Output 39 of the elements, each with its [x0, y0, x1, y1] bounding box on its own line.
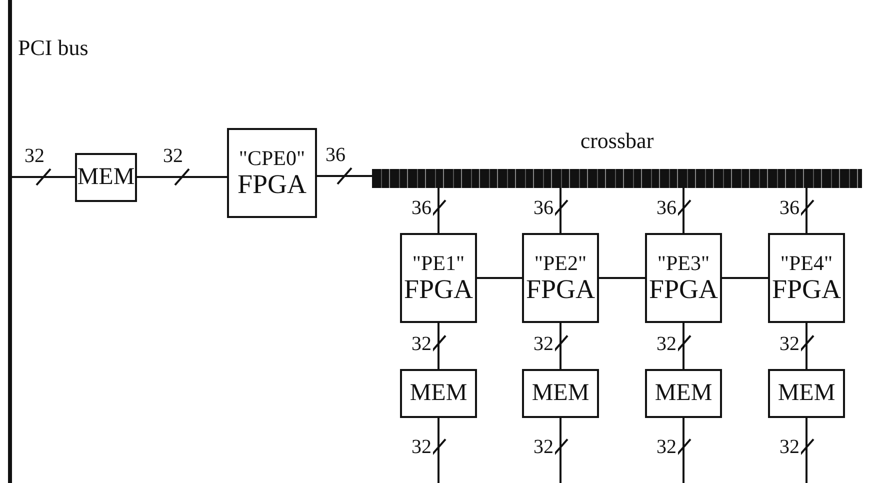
memory-box — [75, 153, 137, 202]
box-label: MEM — [77, 164, 135, 191]
box-label: FPGA — [404, 274, 474, 304]
edge-label: 36 — [656, 198, 678, 218]
edge-label: 32 — [778, 334, 800, 354]
crossbar-title: crossbar — [579, 128, 655, 154]
bus-label: PCI bus — [18, 35, 88, 61]
edge-label: 32 — [656, 334, 678, 354]
memory-box — [768, 369, 845, 418]
edge-label: 32 — [532, 334, 554, 354]
memory-box — [645, 369, 722, 418]
edge-label: 32 — [778, 437, 800, 458]
edge-label: 36 — [778, 198, 800, 218]
fpga-box — [400, 233, 477, 323]
box-label: MEM — [654, 380, 712, 407]
edge-label: 36 — [410, 198, 432, 218]
chip-name: "PE4" — [780, 252, 833, 275]
chip-name: "PE3" — [657, 252, 710, 275]
box-label: MEM — [778, 380, 836, 407]
fpga-box — [522, 233, 599, 323]
memory-box — [522, 369, 599, 418]
edge-label: 32 — [656, 437, 678, 458]
box-label: FPGA — [648, 274, 718, 304]
box-label: MEM — [410, 380, 468, 407]
box-label: MEM — [532, 380, 590, 407]
fpga-box — [227, 128, 317, 218]
edge-label: 32 — [410, 437, 432, 458]
fpga-box — [645, 233, 722, 323]
box-label: FPGA — [237, 170, 307, 200]
chip-name: "PE2" — [534, 252, 587, 275]
memory-box — [400, 369, 477, 418]
chip-name: "PE1" — [412, 252, 465, 275]
chip-name: "CPE0" — [238, 146, 306, 170]
box-label: FPGA — [772, 274, 842, 304]
edge-label: 32 — [532, 437, 554, 458]
box-label: FPGA — [526, 274, 596, 304]
edge-label: 36 — [532, 198, 554, 218]
edge-label: 32 — [410, 334, 432, 354]
fpga-box — [768, 233, 845, 323]
